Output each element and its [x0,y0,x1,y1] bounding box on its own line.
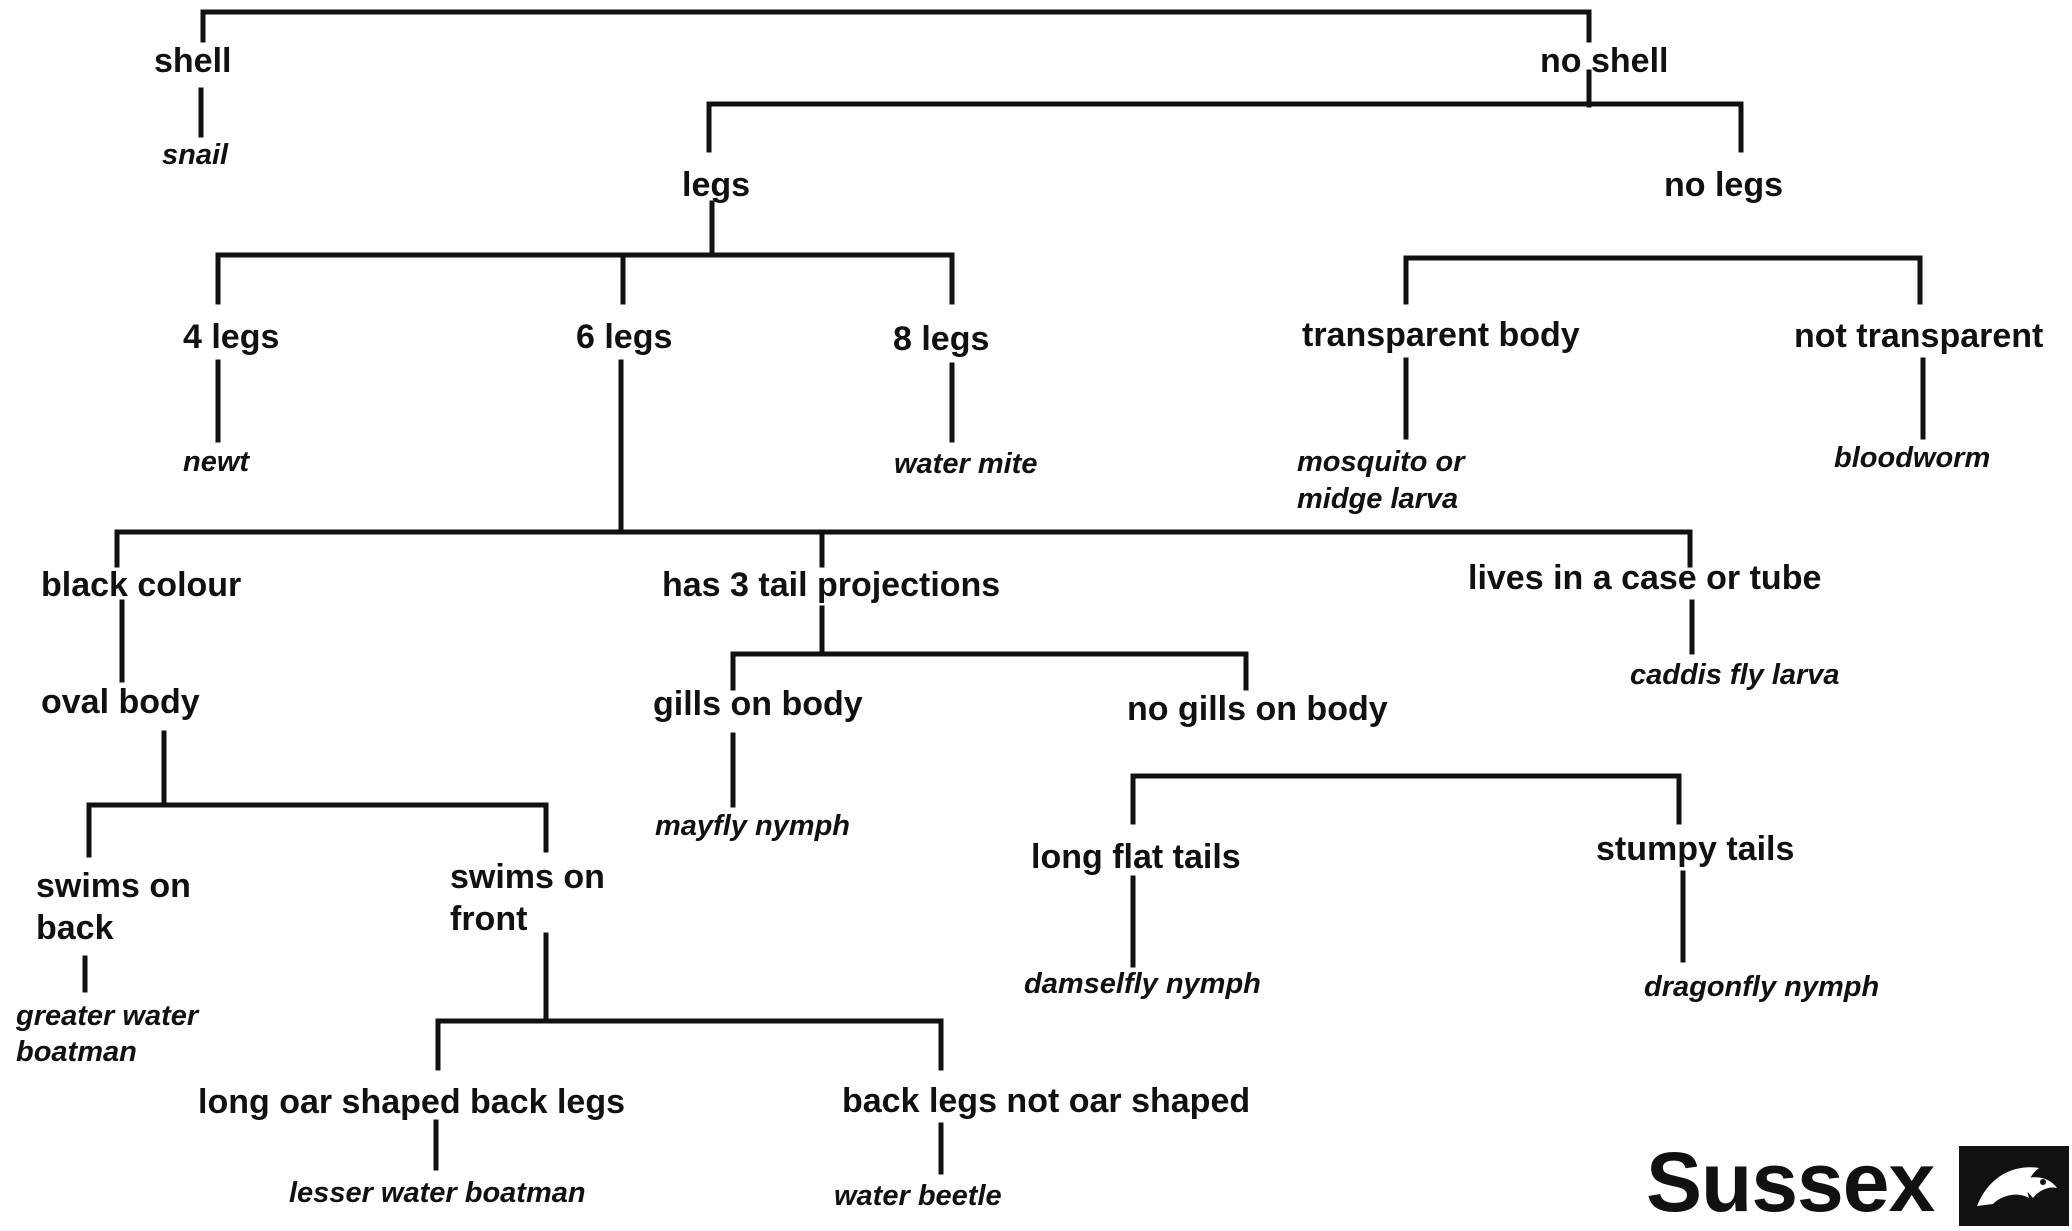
node-black-colour: black colour [41,566,242,604]
species-mosquito-line2: midge larva [1297,483,1459,515]
node-back-legs-not-oar: back legs not oar shaped [842,1082,1251,1120]
species-greater-water-boatman-line1: greater water [16,1000,199,1032]
node-no-gills-on-body: no gills on body [1127,690,1388,728]
node-swims-on-back-line1: swims on [36,867,191,905]
species-mayfly-nymph: mayfly nymph [655,810,850,842]
species-damselfly-nymph: damselfly nymph [1024,968,1261,1000]
species-dragonfly-nymph: dragonfly nymph [1644,971,1880,1003]
species-mosquito-line1: mosquito or [1297,446,1465,478]
species-newt: newt [183,446,250,478]
node-long-flat-tails: long flat tails [1031,838,1241,876]
node-4-legs: 4 legs [183,318,280,356]
connector-lines [82,9,1926,1175]
node-shell: shell [154,42,232,80]
node-swims-on-front-line2: front [450,900,528,938]
species-water-mite: water mite [894,448,1038,480]
node-stumpy-tails: stumpy tails [1596,830,1795,868]
node-oval-body: oval body [41,683,200,721]
node-case-or-tube: lives in a case or tube [1468,559,1822,597]
node-long-oar-back-legs: long oar shaped back legs [198,1083,626,1121]
node-gills-on-body: gills on body [653,685,863,723]
node-not-transparent: not transparent [1794,317,2044,355]
node-no-legs: no legs [1664,166,1784,204]
node-no-shell: no shell [1540,42,1669,80]
node-8-legs: 8 legs [893,320,990,358]
species-caddis-fly-larva: caddis fly larva [1630,659,1840,691]
species-lesser-water-boatman: lesser water boatman [289,1177,586,1209]
node-3-tail-projections: has 3 tail projections [662,566,1001,604]
node-swims-on-front-line1: swims on [450,858,605,896]
badger-icon [1959,1146,2069,1226]
node-6-legs: 6 legs [576,318,673,356]
node-legs: legs [682,166,751,204]
species-snail: snail [162,139,229,171]
species-water-beetle: water beetle [834,1180,1002,1212]
node-transparent-body: transparent body [1302,316,1580,354]
species-greater-water-boatman-line2: boatman [16,1036,137,1068]
species-bloodworm: bloodworm [1834,442,1991,474]
node-swims-on-back-line2: back [36,909,114,947]
sussex-logo-text: Sussex [1646,1135,1935,1229]
